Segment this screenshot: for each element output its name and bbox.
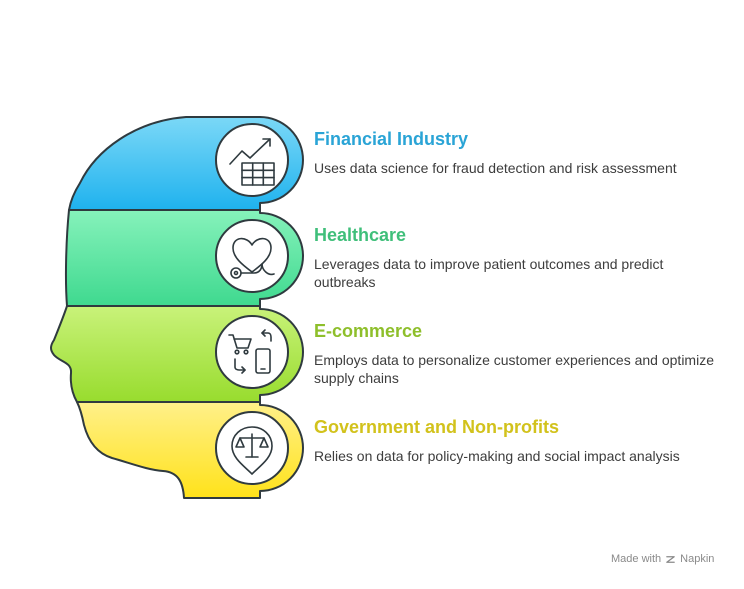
item-description: Uses data science for fraud detection an… (314, 160, 677, 176)
icon-circle-ecommerce (215, 315, 289, 389)
item-title: Financial Industry (314, 129, 469, 149)
item-financial-industry: Financial Industry Uses data science for… (314, 128, 724, 177)
balance-scale-pin-icon (231, 426, 273, 475)
item-healthcare: Healthcare Leverages data to improve pat… (314, 224, 724, 291)
napkin-watermark[interactable]: Made with Napkin (611, 553, 714, 565)
heart-stethoscope-icon (230, 237, 275, 279)
item-title: E-commerce (314, 321, 423, 341)
watermark-brand: Napkin (680, 553, 715, 565)
item-description: Relies on data for policy-making and soc… (314, 448, 680, 464)
item-title: Government and Non-profits (314, 417, 560, 437)
item-description: Employs data to personalize customer exp… (314, 352, 714, 386)
item-ecommerce: E-commerce Employs data to personalize c… (314, 320, 724, 387)
icon-circle-healthcare (215, 219, 289, 293)
item-description: Leverages data to improve patient outcom… (314, 256, 664, 290)
cart-phone-icon (228, 329, 272, 374)
item-government-nonprofits: Government and Non-profits Relies on dat… (314, 416, 724, 465)
chart-growth-icon (229, 138, 275, 186)
item-title: Healthcare (314, 225, 407, 245)
napkin-logo-icon (666, 555, 675, 563)
watermark-prefix: Made with (611, 553, 662, 565)
